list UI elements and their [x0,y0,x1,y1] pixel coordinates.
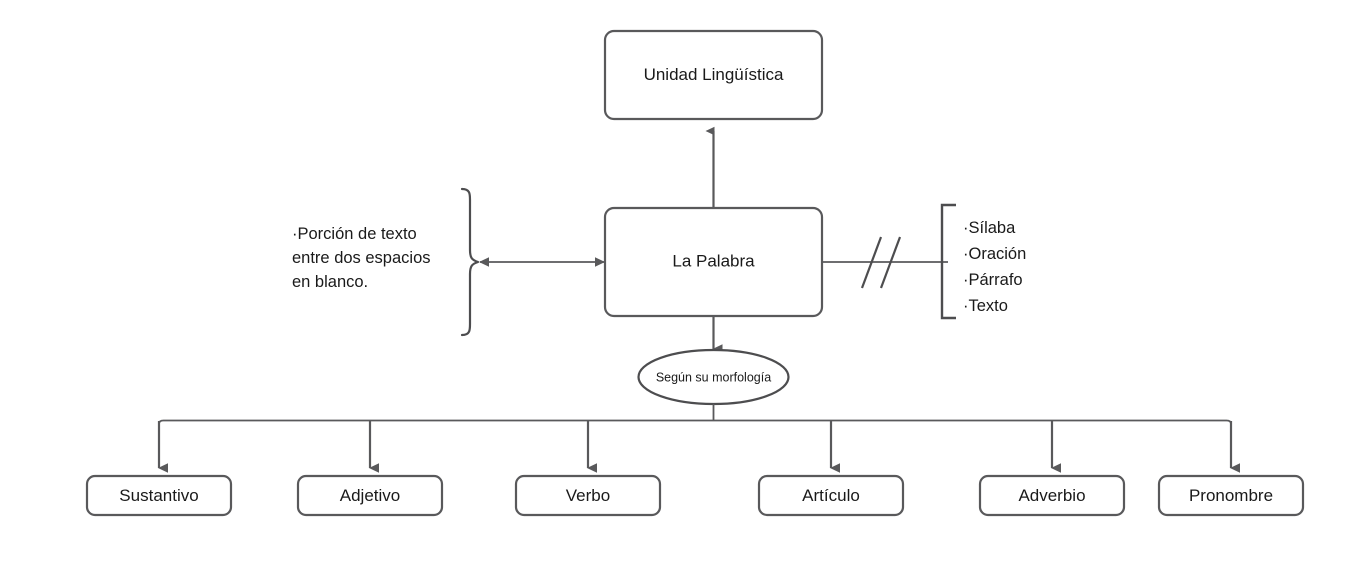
category-node-sustantivo[interactable]: Sustantivo [85,474,233,517]
la-palabra-label: La Palabra [672,251,755,270]
definition-brace [460,187,480,337]
definition-line-3: en blanco. [292,273,368,291]
related-unit-item-0: ·Sílaba [963,219,1016,237]
definition-line-1: ·Porción de texto [292,225,417,243]
definition-line-2: entre dos espacios [292,249,431,267]
category-box-sustantivo[interactable] [85,474,233,517]
definition-text-block: ·Porción de texto entre dos espacios en … [292,225,431,291]
category-box-adverbio[interactable] [978,474,1126,517]
related-units-list: ·Sílaba ·Oración ·Párrafo ·Texto [963,219,1026,315]
unidad-linguistica-label: Unidad Lingüística [644,65,784,84]
unidad-linguistica-box[interactable] [603,29,824,121]
related-unit-item-2: ·Párrafo [963,271,1023,289]
segun-su-morfologia-node[interactable]: Según su morfología [637,348,790,406]
category-node-adverbio[interactable]: Adverbio [978,474,1126,517]
category-box-pronombre[interactable] [1157,474,1305,517]
segun-su-morfologia-label: Según su morfología [656,370,771,384]
category-box-articulo[interactable] [757,474,905,517]
category-label-adverbio: Adverbio [1018,486,1085,505]
category-label-verbo: Verbo [566,486,610,505]
category-label-pronombre: Pronombre [1189,486,1273,505]
related-unit-item-3: ·Texto [963,297,1008,315]
double-slash-separator-icon [860,236,902,289]
unidad-linguistica-node[interactable]: Unidad Lingüística [603,29,824,121]
category-node-pronombre[interactable]: Pronombre [1157,474,1305,517]
category-node-adjetivo[interactable]: Adjetivo [296,474,444,517]
category-box-verbo[interactable] [514,474,662,517]
category-node-verbo[interactable]: Verbo [514,474,662,517]
related-units-bracket [940,203,956,320]
category-node-articulo[interactable]: Artículo [757,474,905,517]
category-label-sustantivo: Sustantivo [119,486,198,505]
la-palabra-node[interactable]: La Palabra [603,206,824,318]
distribution-bus [158,419,1232,430]
category-box-adjetivo[interactable] [296,474,444,517]
category-label-adjetivo: Adjetivo [340,486,400,505]
related-unit-item-1: ·Oración [963,245,1026,263]
category-label-articulo: Artículo [802,486,860,505]
